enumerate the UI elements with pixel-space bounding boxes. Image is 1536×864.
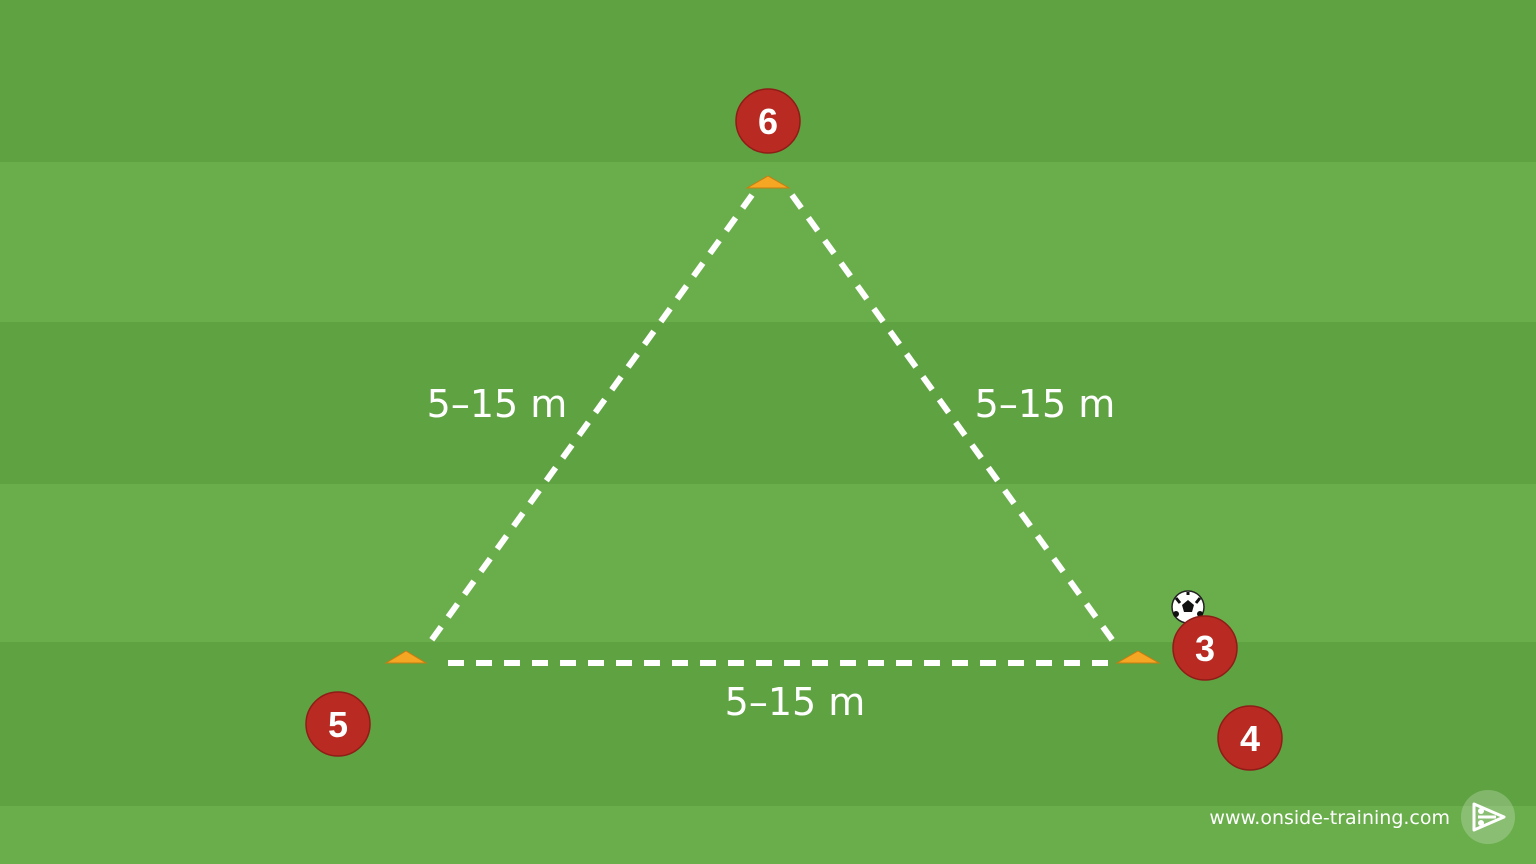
bottom-distance-label: 5–15 m xyxy=(725,680,866,724)
player-3-number: 3 xyxy=(1195,628,1215,669)
cone-bottom-right xyxy=(1115,650,1161,664)
player-6: 6 xyxy=(735,88,801,154)
onside-logo-icon xyxy=(1461,790,1515,844)
player-5-number: 5 xyxy=(328,704,348,745)
right-dashed-line xyxy=(789,193,1119,647)
left-distance-label: 5–15 m xyxy=(427,382,568,426)
cone-bottom-left xyxy=(384,650,428,664)
footer-url[interactable]: www.onside-training.com xyxy=(1209,807,1450,829)
soccer-ball-icon xyxy=(1171,590,1205,624)
right-distance-label: 5–15 m xyxy=(975,382,1116,426)
player-5: 5 xyxy=(305,691,371,757)
cones xyxy=(384,175,1161,664)
player-4-number: 4 xyxy=(1240,718,1260,759)
player-6-number: 6 xyxy=(758,101,778,142)
left-dashed-line xyxy=(425,193,755,647)
cone-top xyxy=(745,175,791,189)
triangle-lines xyxy=(425,193,1119,666)
player-4: 4 xyxy=(1217,705,1283,771)
player-3: 3 xyxy=(1172,615,1238,681)
